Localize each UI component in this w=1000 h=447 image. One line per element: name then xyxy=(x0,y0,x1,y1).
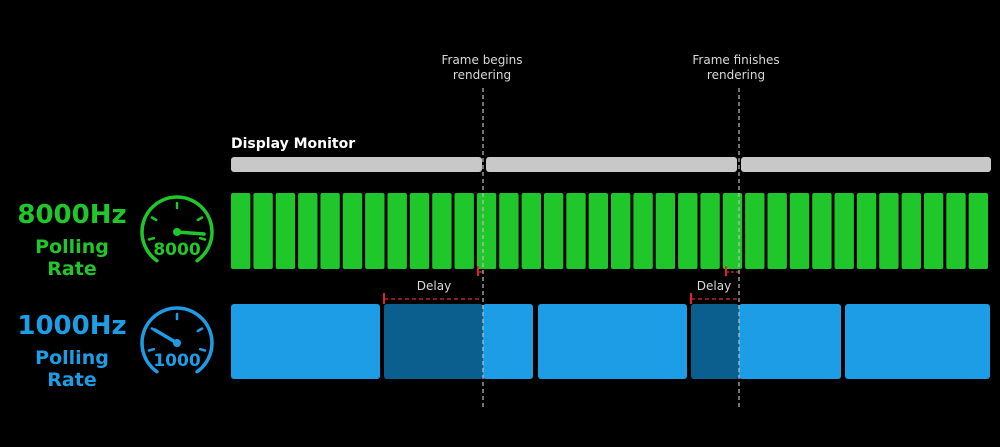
poll-1000-block-4-right xyxy=(739,304,841,379)
poll-8000-bar-27 xyxy=(812,193,832,269)
poll-8000-bar-7 xyxy=(365,193,385,269)
poll-8000-bar-8 xyxy=(387,193,407,269)
poll-8000-bar-16 xyxy=(566,193,586,269)
rate-8000-title: 8000Hz xyxy=(17,200,127,230)
poll-8000-bar-28 xyxy=(834,193,854,269)
poll-8000-bar-2 xyxy=(253,193,273,269)
gauge-8000-value: 8000 xyxy=(153,240,200,260)
poll-1000-block-2-right xyxy=(483,304,533,379)
poll-8000-bar-33 xyxy=(946,193,966,269)
poll-1000-block-3 xyxy=(538,304,687,379)
gauge-tick-4 xyxy=(196,327,204,333)
poll-8000-bar-9 xyxy=(409,193,430,269)
poll-8000-bar-29 xyxy=(856,193,877,269)
display-frame-3 xyxy=(741,157,991,172)
display-monitor-title: Display Monitor xyxy=(231,136,356,152)
poll-1000-delay-block-2 xyxy=(691,304,739,379)
poll-8000-bar-14 xyxy=(521,193,541,269)
poll-8000-bar-21 xyxy=(678,193,698,269)
gauge-tick-5 xyxy=(198,236,207,241)
poll-8000-bar-10 xyxy=(432,193,452,269)
poll-8000-bar-24 xyxy=(745,193,765,269)
poll-8000-bar-17 xyxy=(588,193,608,269)
frame-begins-line1: Frame begins xyxy=(441,53,523,67)
poll-8000-bar-15 xyxy=(543,193,564,269)
poll-1000-block-5 xyxy=(845,304,990,379)
gauge-tick-2 xyxy=(150,216,158,222)
poll-8000-bar-18 xyxy=(611,193,631,269)
rate-1000-title: 1000Hz xyxy=(17,311,127,341)
frame-finishes-line2: rendering xyxy=(706,68,766,82)
poll-1000-block-1 xyxy=(231,304,380,379)
poll-8000-bar-26 xyxy=(789,193,810,269)
poll-1000-delay-block-1 xyxy=(384,304,483,379)
gauge-1000-icon: 1000 xyxy=(140,306,214,374)
gauge-tick-1 xyxy=(147,236,156,241)
poll-8000-bar-30 xyxy=(879,193,899,269)
poll-8000-bar-32 xyxy=(923,193,944,269)
gauge-tick-4 xyxy=(196,216,204,222)
rate-1000-subtitle: Polling Rate xyxy=(35,347,109,391)
gauge-tick-5 xyxy=(198,347,207,352)
poll-8000-bar-13 xyxy=(499,193,519,269)
display-frame-1 xyxy=(231,157,482,172)
gauge-tick-1 xyxy=(147,347,156,352)
delay-2-label: Delay xyxy=(697,279,731,293)
gauge-1000-value: 1000 xyxy=(153,351,200,371)
display-frame-2 xyxy=(486,157,737,172)
poll-8000-bar-6 xyxy=(342,193,363,269)
frame-finishes-line1: Frame finishes xyxy=(692,53,780,67)
frame-begins-label: Frame begins rendering xyxy=(432,53,532,83)
rate-8000-subtitle: Polling Rate xyxy=(35,236,109,280)
poll-8000-bar-25 xyxy=(767,193,787,269)
frame-finishes-label: Frame finishes rendering xyxy=(681,53,791,83)
poll-8000-bar-22 xyxy=(700,193,720,269)
frame-begins-line2: rendering xyxy=(452,68,512,82)
poll-8000-bar-3 xyxy=(275,193,296,269)
delay-1-label: Delay xyxy=(417,279,451,293)
poll-8000-bar-5 xyxy=(320,193,340,269)
poll-8000-bar-12 xyxy=(476,193,497,269)
poll-8000-bar-34 xyxy=(968,193,988,269)
poll-8000-bar-4 xyxy=(298,193,318,269)
poll-8000-bar-23 xyxy=(722,193,743,269)
gauge-8000-icon: 8000 xyxy=(140,195,214,263)
poll-8000-bar-11 xyxy=(454,193,474,269)
polls-8000-group xyxy=(231,193,988,269)
poll-8000-bar-31 xyxy=(901,193,921,269)
poll-8000-bar-1 xyxy=(231,193,251,269)
poll-8000-bar-19 xyxy=(633,193,653,269)
poll-8000-bar-20 xyxy=(655,193,676,269)
